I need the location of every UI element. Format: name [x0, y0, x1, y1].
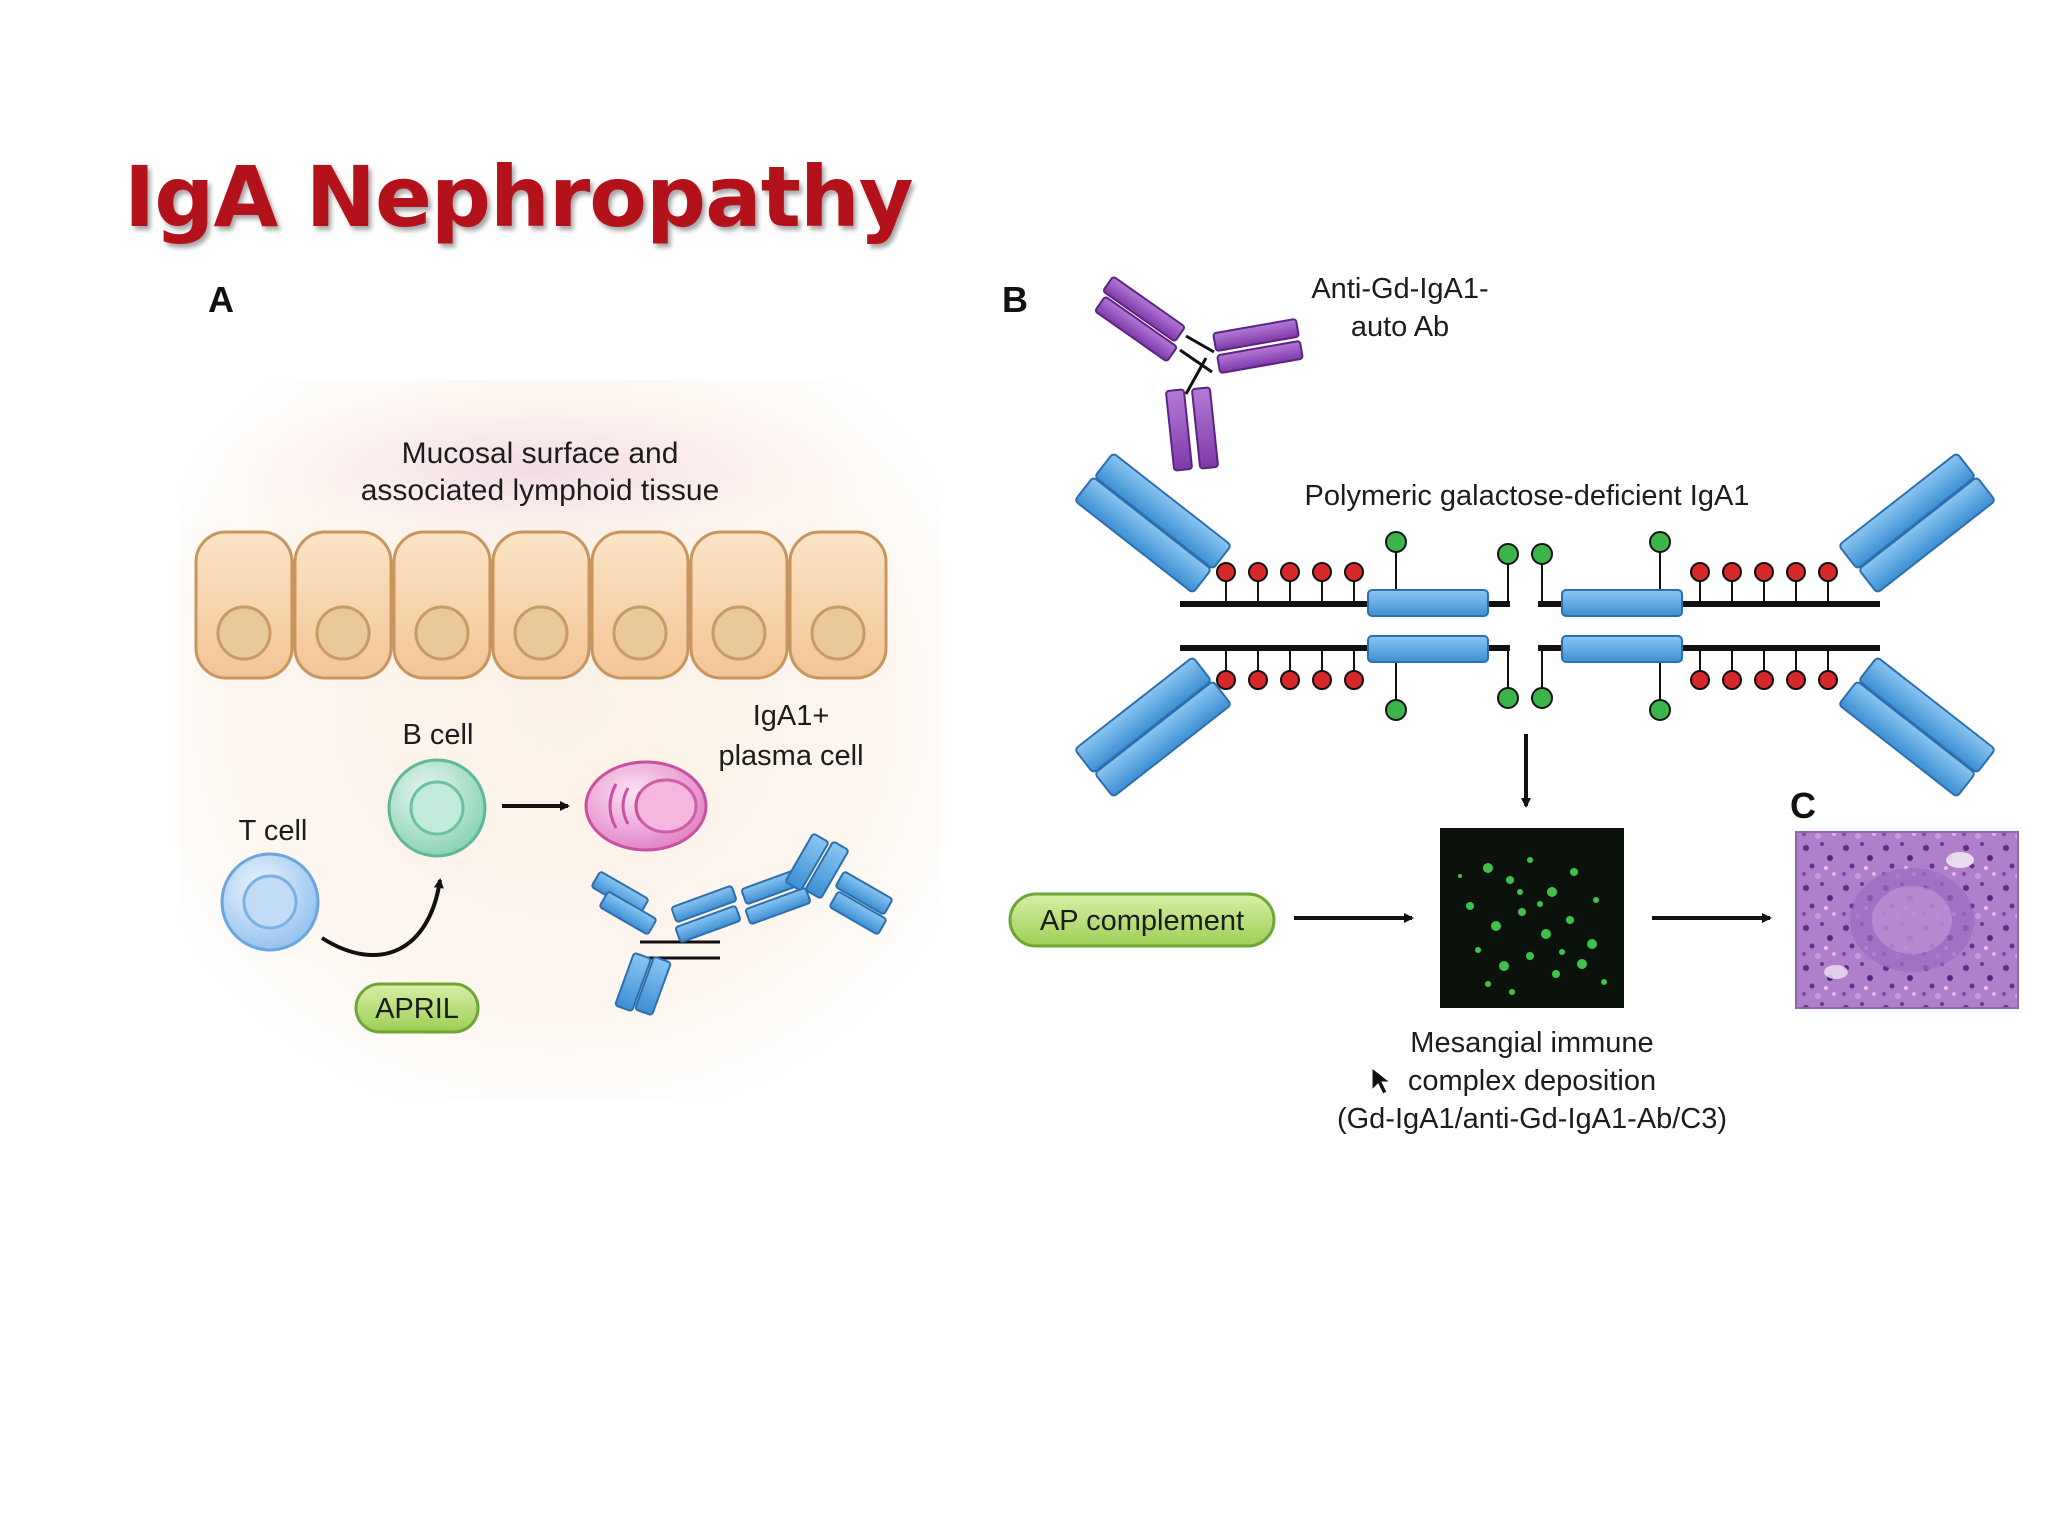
panel-a-letter: A	[208, 279, 234, 320]
mucosal-label-line1: Mucosal surface and	[402, 437, 679, 470]
glycans-red	[1216, 562, 1838, 690]
nucleus	[711, 605, 767, 661]
t-cell-label: T cell	[239, 815, 308, 847]
nucleus	[315, 605, 371, 661]
nucleus	[216, 605, 272, 661]
panel-c: C	[1790, 785, 2019, 1009]
t-to-b-arrow	[320, 878, 444, 957]
ap-complement-pill: AP complement	[1008, 892, 1276, 948]
epithelial-nuclei	[216, 605, 866, 661]
polymeric-iga1-label: Polymeric galactose-deficient IgA1	[1305, 480, 1750, 512]
mucosal-glow	[200, 380, 880, 560]
autoantibody-label-line2: auto Ab	[1351, 311, 1449, 343]
immunofluorescence-image	[1440, 828, 1624, 1008]
b-cell-label: B cell	[403, 719, 474, 751]
nucleus	[810, 605, 866, 661]
panel-b-letter: B	[1002, 279, 1028, 320]
nucleus	[513, 605, 569, 661]
fab-arms-left	[1075, 453, 1231, 797]
fc-segments	[1367, 589, 1683, 663]
slide-title: IgA Nephropathy	[124, 148, 913, 246]
plasma-cell-label-line1: IgA1+	[753, 700, 830, 732]
nucleus	[612, 605, 668, 661]
glycans-green	[1385, 531, 1671, 721]
dimeric-iga-antibody	[591, 833, 893, 1016]
polymeric-gd-iga1	[1075, 453, 1995, 797]
ap-complement-label: AP complement	[1040, 905, 1244, 937]
plasma-cell-label-line2: plasma cell	[718, 740, 863, 772]
deposition-label-line2: complex deposition	[1408, 1065, 1656, 1097]
fab-arms-right	[1839, 453, 1995, 797]
nucleus	[414, 605, 470, 661]
mouse-cursor-icon	[1371, 1066, 1392, 1095]
panel-a: A Mucosal surface and associated lymphoi…	[180, 279, 940, 1100]
deposition-label-line3: (Gd-IgA1/anti-Gd-IgA1-Ab/C3)	[1337, 1103, 1727, 1135]
april-pill: APRIL	[354, 982, 480, 1034]
histology-image	[1795, 831, 2019, 1009]
april-label: APRIL	[375, 993, 459, 1025]
panel-c-letter: C	[1790, 785, 1816, 826]
plasma-cell	[584, 760, 708, 852]
autoantibody-label-line1: Anti-Gd-IgA1-	[1311, 273, 1488, 305]
deposition-label-line1: Mesangial immune	[1410, 1027, 1653, 1059]
panel-b: B Anti-Gd-IgA1- auto Ab Polymeric galact…	[1002, 273, 1995, 1135]
t-cell	[220, 852, 320, 952]
heavy-chain-lines	[1180, 601, 1880, 651]
mucosal-label-line2: associated lymphoid tissue	[361, 474, 720, 507]
b-cell	[387, 758, 487, 858]
anti-gd-iga1-autoantibody	[1094, 276, 1304, 472]
